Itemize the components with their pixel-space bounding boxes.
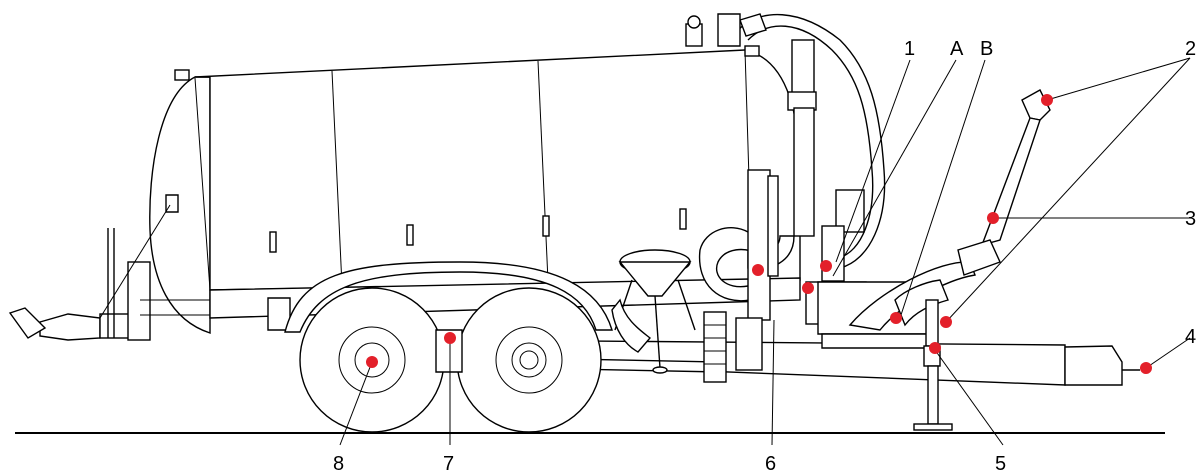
callout-label-7: 7 (443, 453, 454, 475)
callout-marker-5 (929, 342, 941, 354)
callout-marker-8 (820, 260, 832, 272)
wheel-fender (284, 261, 613, 333)
axle-bracket (435, 329, 463, 373)
callout-marker-6 (890, 312, 902, 324)
rear-spreader (8, 228, 210, 341)
callout-marker-10 (444, 332, 456, 344)
drawbar-coupling (1064, 345, 1140, 386)
callout-label-1: 1 (904, 38, 915, 60)
callout-marker-11 (366, 356, 378, 368)
callout-marker-1 (1041, 94, 1053, 106)
callout-label-4: 4 (1185, 326, 1196, 348)
callout-label-b: B (980, 38, 993, 60)
funnel-hopper (611, 249, 696, 374)
leader-lines (99, 57, 1191, 446)
callout-label-2: 2 (1185, 38, 1196, 60)
tank-body (149, 45, 801, 334)
front-housing (817, 261, 976, 349)
callout-label-3: 3 (1185, 208, 1196, 230)
callout-label-a: A (950, 38, 964, 60)
callout-label-5: 5 (995, 453, 1006, 475)
hose-coil (698, 227, 762, 302)
callout-marker-9 (752, 264, 764, 276)
callout-marker-4 (940, 316, 952, 328)
callout-marker-2 (987, 212, 999, 224)
callout-label-8: 8 (333, 453, 344, 475)
callout-marker-7 (802, 282, 814, 294)
marker-group (366, 94, 1152, 374)
callout-marker-3 (1140, 362, 1152, 374)
callout-label-6: 6 (765, 453, 776, 475)
front-wheel (456, 287, 602, 433)
loading-arm (957, 89, 1051, 276)
